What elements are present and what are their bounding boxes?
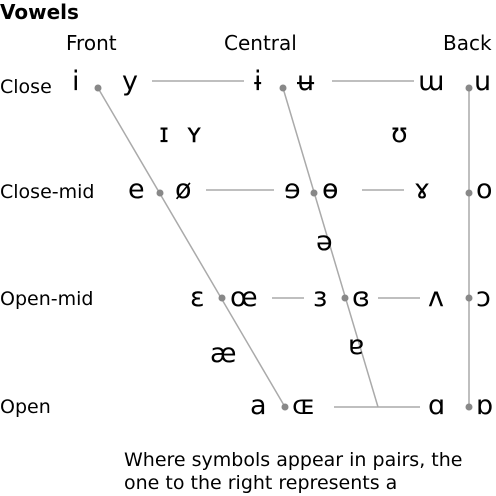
vowel-reversed-e: ɘ <box>284 174 301 205</box>
vowel-o: o <box>476 174 493 205</box>
vowel-closed-reversed-epsilon: ɞ <box>352 282 370 313</box>
dot-close-mid-central <box>310 189 318 197</box>
dot-open-mid-front <box>218 294 226 302</box>
column-front: Front <box>66 31 117 55</box>
row-open: Open <box>0 396 51 418</box>
page-title: Vowels <box>0 0 79 24</box>
dot-close-mid-back <box>465 189 473 197</box>
column-central: Central <box>224 31 297 55</box>
vowel-epsilon: ɛ <box>190 282 205 313</box>
row-close: Close <box>0 76 52 98</box>
row-open-mid: Open-mid <box>0 288 94 310</box>
vowel-barred-o: ɵ <box>322 174 339 205</box>
vowel-upsilon: ʊ <box>391 118 408 149</box>
vowel-rams-horn: ɤ <box>414 174 431 205</box>
vowel-turned-a: ɐ <box>348 330 365 361</box>
row-close-mid: Close-mid <box>0 181 95 203</box>
vowel-small-cap-i: ɪ <box>159 118 170 149</box>
dot-open-mid-central <box>341 294 349 302</box>
dot-open-back <box>465 403 473 411</box>
vowel-turned-v: ʌ <box>428 282 444 313</box>
central-edge-line <box>282 87 379 408</box>
vowel-open-o: ɔ <box>476 282 491 313</box>
vowel-ash: æ <box>210 338 237 369</box>
dot-close-back <box>465 84 473 92</box>
vowel-e: e <box>128 174 145 205</box>
vowel-barred-i: ɨ <box>254 66 262 97</box>
vowel-i: i <box>72 66 80 97</box>
dot-close-mid-front <box>156 189 164 197</box>
dot-open-front <box>281 403 289 411</box>
vowel-o-slash: ø <box>175 174 192 205</box>
vowel-u: u <box>474 66 492 97</box>
vowel-small-cap-y: ʏ <box>186 118 203 149</box>
column-back: Back <box>443 31 492 55</box>
vowel-script-a: ɑ <box>428 390 446 421</box>
vowel-reversed-epsilon: ɜ <box>313 282 328 313</box>
caption-text: Where symbols appear in pairs, the one t… <box>124 449 463 494</box>
vowel-a: a <box>250 390 267 421</box>
dot-close-front <box>94 84 102 92</box>
vowel-turned-m: ɯ <box>418 66 445 97</box>
vowel-y: y <box>122 66 138 97</box>
vowel-turned-script-a: ɒ <box>476 390 494 421</box>
front-edge-line <box>97 87 286 408</box>
dot-open-mid-back <box>465 294 473 302</box>
vowel-schwa: ə <box>316 226 333 257</box>
vowel-barred-u: ʉ <box>297 66 315 97</box>
dot-close-central <box>279 84 287 92</box>
vowel-small-cap-oe: ɶ <box>292 390 316 421</box>
vowel-oe-ligature: œ <box>230 282 258 313</box>
